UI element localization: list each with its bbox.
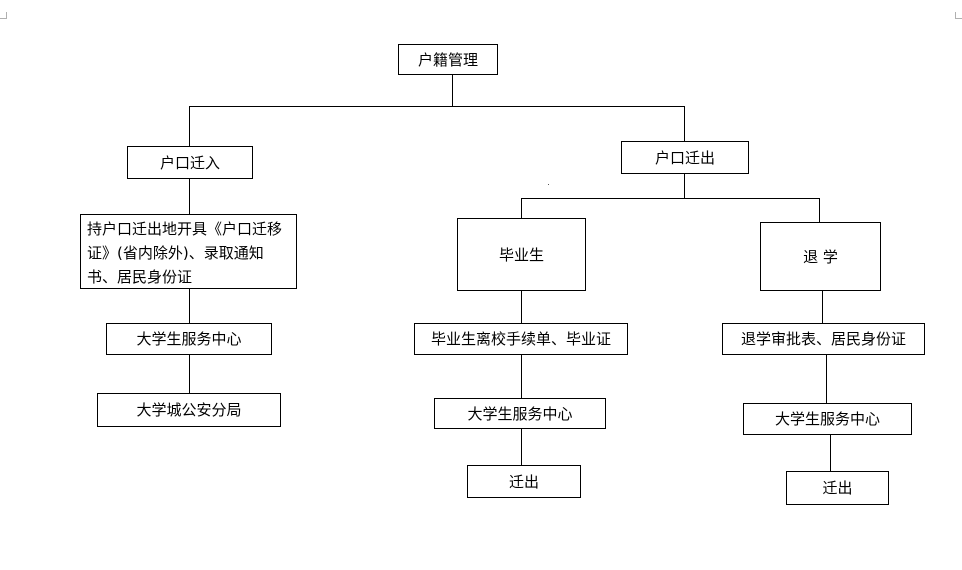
node-graduate-move-out: 迁出: [467, 465, 581, 498]
node-withdraw-service-center: 大学生服务中心: [743, 403, 912, 435]
node-withdraw: 退 学: [760, 222, 881, 291]
node-withdraw-move-out: 迁出: [786, 471, 889, 505]
node-move-in-police-bureau: 大学城公安分局: [97, 393, 281, 427]
node-move-out: 户口迁出: [621, 141, 749, 174]
page-corner-mark-right: [955, 12, 962, 19]
stray-dot: [548, 184, 549, 185]
node-withdraw-documents: 退学审批表、居民身份证: [722, 323, 925, 355]
node-move-in: 户口迁入: [127, 146, 253, 179]
node-graduate-service-center: 大学生服务中心: [434, 398, 606, 429]
page-corner-mark-left: [0, 12, 7, 19]
node-graduate: 毕业生: [457, 218, 586, 291]
node-move-in-documents: 持户口迁出地开具《户口迁移证》(省内除外)、录取通知书、居民身份证: [80, 214, 297, 289]
node-move-in-service-center: 大学生服务中心: [106, 323, 272, 355]
node-root: 户籍管理: [398, 44, 498, 75]
node-graduate-documents: 毕业生离校手续单、毕业证: [414, 323, 628, 355]
